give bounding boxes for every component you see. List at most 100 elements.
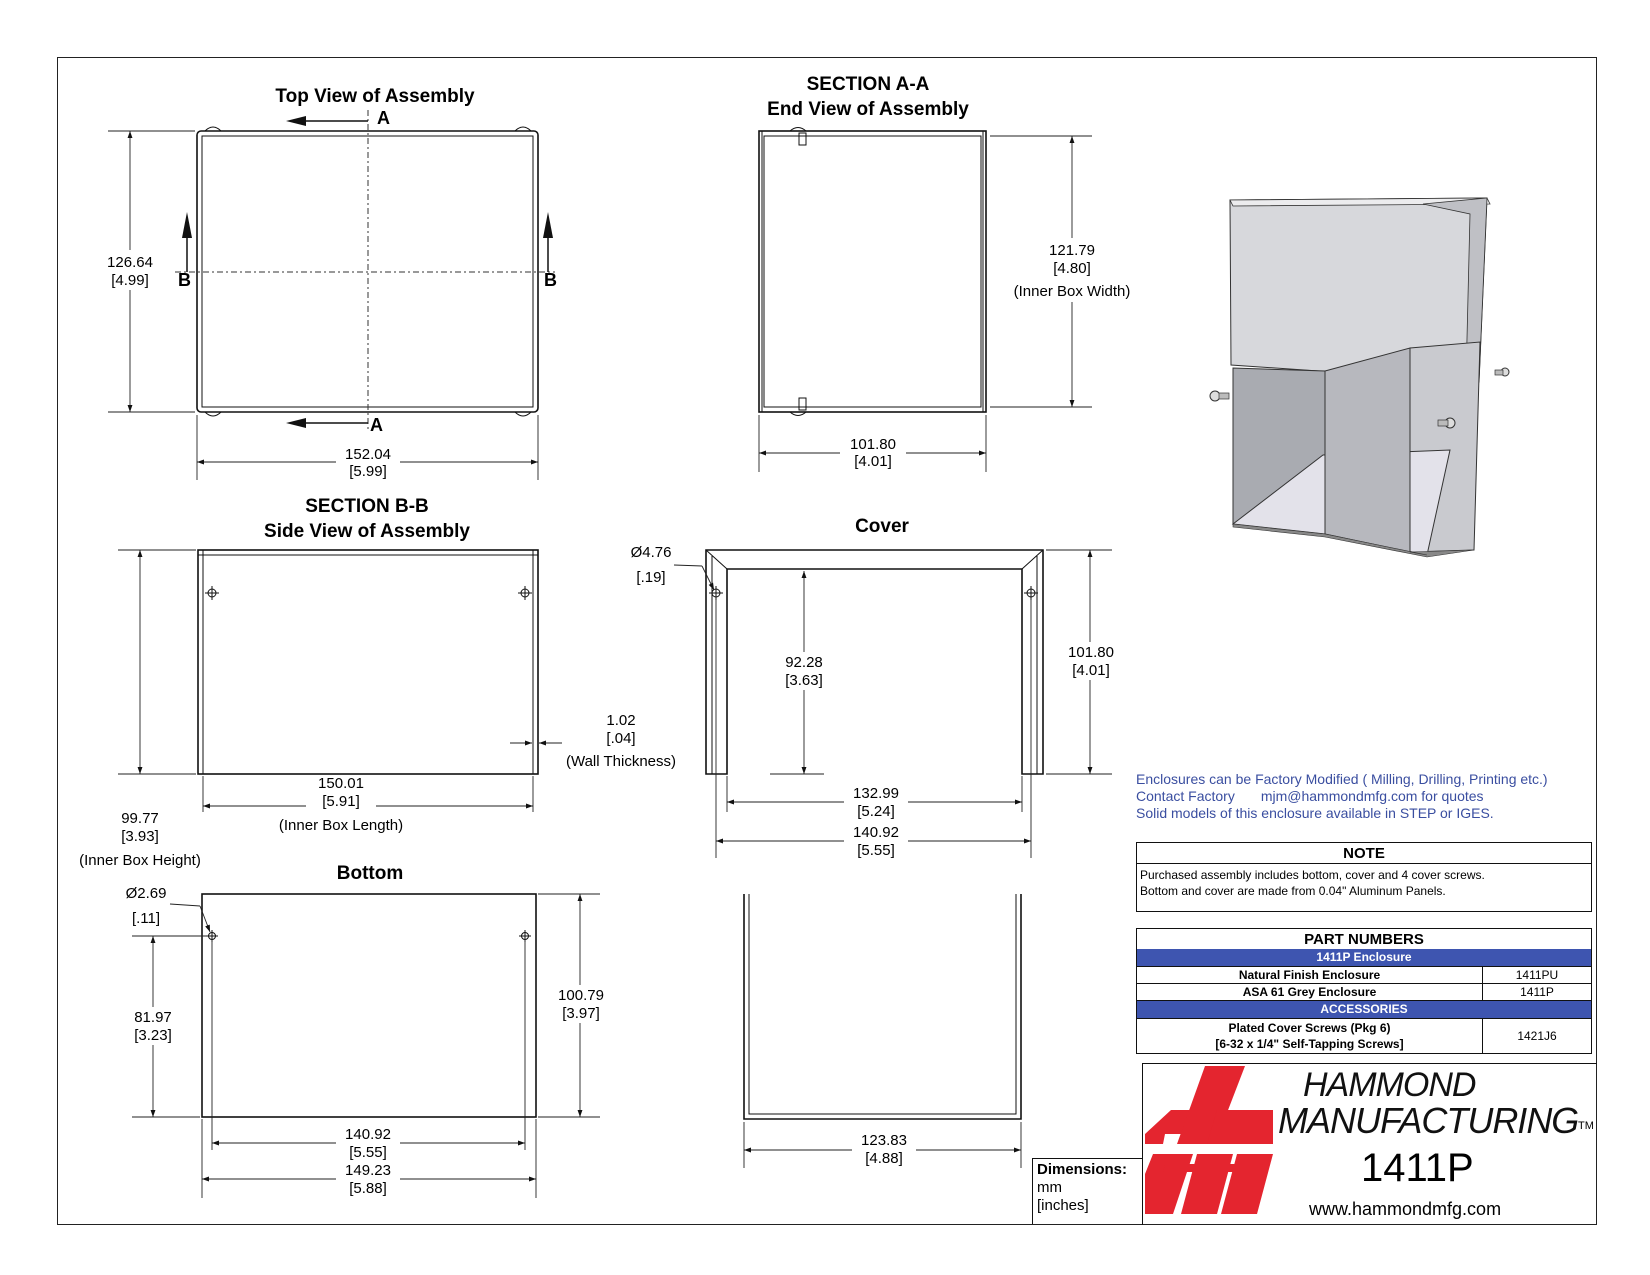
model-number: 1411P xyxy=(1361,1146,1474,1190)
dim-note: (Inner Box Length) xyxy=(279,817,403,834)
drawing-frame xyxy=(57,57,1597,1225)
accessory-desc-line: [6-32 x 1/4" Self-Tapping Screws] xyxy=(1215,1037,1404,1051)
hole-icon xyxy=(518,586,532,600)
dim-value: Ø2.69 xyxy=(126,885,167,902)
bottom-front-view: 123.83 [4.88] xyxy=(743,894,1022,1168)
part-desc: ASA 61 Grey Enclosure xyxy=(1137,984,1483,1000)
dim-value-inches: [.04] xyxy=(606,730,635,747)
cover-profile xyxy=(705,549,1044,775)
factory-notes: Enclosures can be Factory Modified ( Mil… xyxy=(1136,771,1606,822)
dim-value-inches: [4.01] xyxy=(1072,662,1110,679)
note-line-3: Solid models of this enclosure available… xyxy=(1136,805,1494,821)
dimensions-units-box: Dimensions: mm [inches] xyxy=(1032,1158,1142,1224)
dim-value-inches: [5.91] xyxy=(322,793,360,810)
dim-note: (Inner Box Width) xyxy=(1014,283,1131,300)
end-view-title-2: End View of Assembly xyxy=(767,99,969,120)
dim-value-inches: [5.88] xyxy=(349,1180,387,1197)
unit-mm: mm xyxy=(1037,1179,1062,1196)
dim-value: 99.77 xyxy=(121,810,159,827)
note-table: NOTE Purchased assembly includes bottom,… xyxy=(1136,842,1592,912)
trademark: TM xyxy=(1578,1120,1594,1132)
dim-value-inches: [5.55] xyxy=(857,842,895,859)
dim-value-inches: [.19] xyxy=(636,569,665,586)
end-view-title-1: SECTION A-A xyxy=(807,74,930,95)
dim-value-inches: [4.88] xyxy=(865,1150,903,1167)
part-numbers-table: PART NUMBERS 1411P Enclosure Natural Fin… xyxy=(1136,928,1592,1054)
screw-boss xyxy=(798,132,807,146)
arrow-head-icon xyxy=(543,212,553,238)
dim-value: 81.97 xyxy=(134,1009,172,1026)
dim-note: (Wall Thickness) xyxy=(566,753,676,770)
dimensions-label: Dimensions: xyxy=(1037,1161,1128,1178)
bottom-view-title: Bottom xyxy=(337,863,403,884)
dim-value-inches: [.11] xyxy=(132,910,160,927)
note-text: Purchased assembly includes bottom, cove… xyxy=(1140,868,1485,882)
top-view: Top View of Assembly A A B B 126.64 [4.9… xyxy=(100,86,557,482)
bottom-view: Bottom Ø2.69 [.11] 81.97 [3.23] 100.79 [… xyxy=(124,863,612,1198)
screw-icon xyxy=(1494,367,1510,377)
website-link[interactable]: www.hammondmfg.com xyxy=(1309,1199,1502,1219)
section-a-label-bottom: A xyxy=(370,415,383,435)
screw-icon xyxy=(1437,417,1456,429)
dim-value: 132.99 xyxy=(853,785,899,802)
side-view: SECTION B-B Side View of Assembly 99.77 … xyxy=(79,496,676,869)
section-bar-enclosure: 1411P Enclosure xyxy=(1137,949,1591,966)
dim-value-inches: [3.63] xyxy=(785,672,823,689)
note-line-2: Contact Factory mjm@hammondmfg.com for qu… xyxy=(1136,788,1606,805)
section-b-label-left: B xyxy=(178,270,191,290)
hole-icon xyxy=(519,930,531,942)
section-b-label-right: B xyxy=(544,270,557,290)
top-view-outline xyxy=(196,130,539,413)
part-number: 1411PU xyxy=(1515,968,1559,982)
dim-value: Ø4.76 xyxy=(631,544,672,561)
note-text: Bottom and cover are made from 0.04" Alu… xyxy=(1140,884,1446,898)
dim-value: 100.79 xyxy=(558,987,604,1004)
dim-value-inches: [4.80] xyxy=(1053,260,1091,277)
dim-value: 123.83 xyxy=(861,1132,907,1149)
dim-value: 149.23 xyxy=(345,1162,391,1179)
dim-value: 150.01 xyxy=(318,775,364,792)
dim-value: 101.80 xyxy=(850,436,896,453)
table-row: ASA 61 Grey Enclosure 1411P xyxy=(1137,983,1591,1000)
note-line-1: Enclosures can be Factory Modified ( Mil… xyxy=(1136,771,1548,787)
dim-value-inches: [4.01] xyxy=(854,453,892,470)
end-view-outline xyxy=(758,130,987,413)
bottom-view-outline xyxy=(201,893,537,1118)
brand-line-1: HAMMOND xyxy=(1303,1066,1476,1104)
arrow-head-icon xyxy=(182,212,192,238)
top-view-lips xyxy=(204,126,532,417)
contact-label: Contact Factory xyxy=(1136,788,1235,804)
note-table-body: Purchased assembly includes bottom, cove… xyxy=(1137,864,1591,902)
part-desc: Plated Cover Screws (Pkg 6) [6-32 x 1/4"… xyxy=(1137,1019,1483,1053)
hammond-logo-icon xyxy=(1145,1066,1273,1214)
hole-icon xyxy=(205,586,219,600)
part-numbers-header: PART NUMBERS xyxy=(1304,931,1424,948)
part-number: 1411P xyxy=(1520,985,1554,999)
section-a-label-top: A xyxy=(377,108,390,128)
bottom-front-profile xyxy=(743,894,1022,1120)
side-view-outline xyxy=(197,549,539,775)
screw-boss xyxy=(798,397,807,411)
unit-inches: [inches] xyxy=(1037,1197,1089,1214)
brand-line-2: MANUFACTURING xyxy=(1278,1100,1579,1141)
dim-value: 152.04 xyxy=(345,446,391,463)
dim-value-inches: [5.24] xyxy=(857,803,895,820)
hole-icon xyxy=(709,586,723,600)
hole-icon xyxy=(1024,586,1038,600)
section-bar-accessories: ACCESSORIES xyxy=(1137,1000,1591,1018)
end-view-inner xyxy=(763,135,982,408)
dim-value: 1.02 xyxy=(606,712,635,729)
dim-value-inches: [3.97] xyxy=(562,1005,600,1022)
cover-view-title: Cover xyxy=(855,516,909,537)
dim-note: (Inner Box Height) xyxy=(79,852,201,869)
contact-email-link[interactable]: mjm@hammondmfg.com for quotes xyxy=(1260,788,1484,804)
table-row: Natural Finish Enclosure 1411PU xyxy=(1137,966,1591,983)
top-view-title: Top View of Assembly xyxy=(275,86,475,107)
dim-value: 121.79 xyxy=(1049,242,1095,259)
dim-value: 101.80 xyxy=(1068,644,1114,661)
screw-icon xyxy=(1209,390,1230,402)
dim-value: 92.28 xyxy=(785,654,823,671)
note-table-header: NOTE xyxy=(1137,843,1591,864)
dim-value-inches: [4.99] xyxy=(111,272,149,289)
